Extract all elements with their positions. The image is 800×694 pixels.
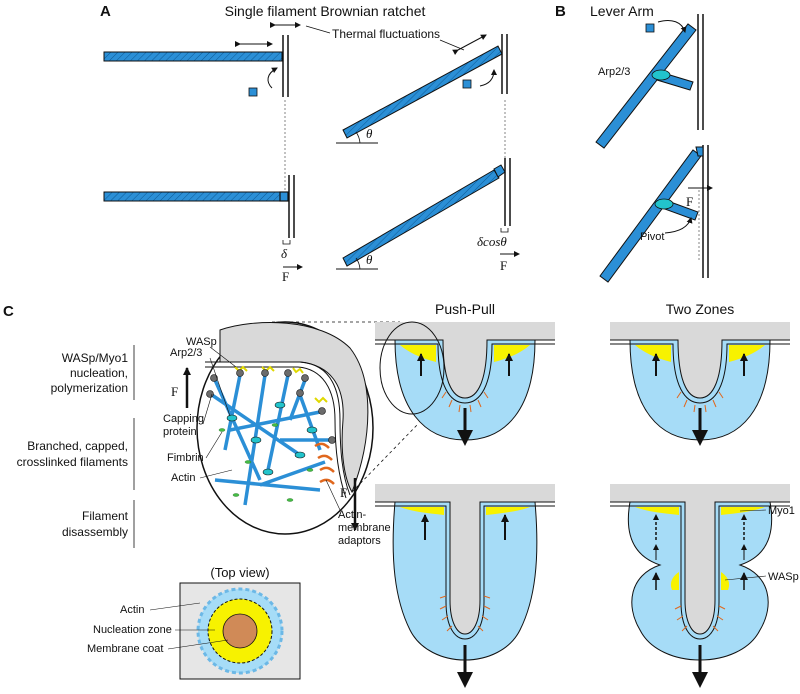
- arp23-label-b: Arp2/3: [598, 66, 630, 78]
- capping-label-2: protein: [163, 426, 197, 438]
- filament-horizontal: [103, 51, 283, 62]
- mother-filament-top: [595, 23, 697, 149]
- membrane-coat-label: Membrane coat: [87, 643, 163, 655]
- zoom-inset: [196, 321, 374, 535]
- actin-label-inset: Actin: [171, 472, 195, 484]
- panel-b-label: B: [555, 3, 566, 20]
- stage-disassembly-2: disassembly: [62, 525, 128, 539]
- top-view-actin-label: Actin: [120, 604, 144, 616]
- push-pull-deep: [375, 484, 555, 688]
- wasp-label-inset: WASp: [186, 336, 217, 348]
- delta-label: δ: [281, 246, 288, 261]
- actin-monomer: [248, 87, 258, 97]
- delta-cos-theta-label: δcosθ: [477, 234, 507, 249]
- stage-nucleation-2: nucleation,: [70, 366, 128, 380]
- adaptors-label-1: Actin-: [338, 509, 366, 521]
- arp23-complex: [651, 69, 671, 81]
- panel-b: B Lever Arm Arp2/3 F Pivot: [555, 3, 713, 283]
- stage-branched-2: crosslinked filaments: [17, 455, 128, 469]
- stage-nucleation-1: WASp/Myo1: [62, 351, 129, 365]
- push-pull-shallow: [375, 322, 555, 446]
- panel-c-label: C: [3, 303, 14, 320]
- stage-branched-1: Branched, capped,: [27, 439, 128, 453]
- force-label-c1: F: [171, 384, 178, 399]
- force-label-a2: F: [500, 258, 507, 273]
- push-pull-title: Push-Pull: [435, 301, 495, 317]
- force-label-a1: F: [282, 269, 289, 284]
- top-view: (Top view) Actin Nucleation zone Membran…: [87, 565, 301, 680]
- adaptors-label-3: adaptors: [338, 535, 381, 547]
- panel-c: C WASp/Myo1 nucleation, polymerization B…: [3, 301, 799, 688]
- theta-label-bottom: θ: [366, 252, 373, 267]
- capping-label-1: Capping: [163, 413, 204, 425]
- force-label-c2: F: [340, 485, 347, 500]
- panel-a-title: Single filament Brownian ratchet: [225, 3, 426, 19]
- panel-b-title: Lever Arm: [590, 3, 654, 19]
- stage-disassembly-1: Filament: [82, 509, 129, 523]
- nucleation-zone-label: Nucleation zone: [93, 624, 172, 636]
- fimbrin-label: Fimbrin: [167, 452, 204, 464]
- myo1-label: Myo1: [768, 505, 795, 517]
- pivot-label: Pivot: [640, 231, 664, 243]
- two-zones-shallow: [610, 322, 790, 446]
- theta-label-top: θ: [366, 126, 373, 141]
- force-label-b: F: [686, 194, 693, 209]
- panel-a-label: A: [100, 3, 111, 20]
- two-zones-deep: Myo1 WASp: [610, 484, 799, 688]
- panel-a: A Single filament Brownian ratchet Therm…: [100, 3, 520, 284]
- top-view-title: (Top view): [210, 565, 269, 580]
- arp23-label-inset: Arp2/3: [170, 347, 202, 359]
- stage-nucleation-3: polymerization: [51, 381, 128, 395]
- adaptors-label-2: membrane: [338, 522, 391, 534]
- filament-tilted: [342, 45, 503, 139]
- wasp-label-model: WASp: [768, 571, 799, 583]
- two-zones-title: Two Zones: [666, 301, 734, 317]
- thermal-fluctuations-label: Thermal fluctuations: [332, 27, 440, 41]
